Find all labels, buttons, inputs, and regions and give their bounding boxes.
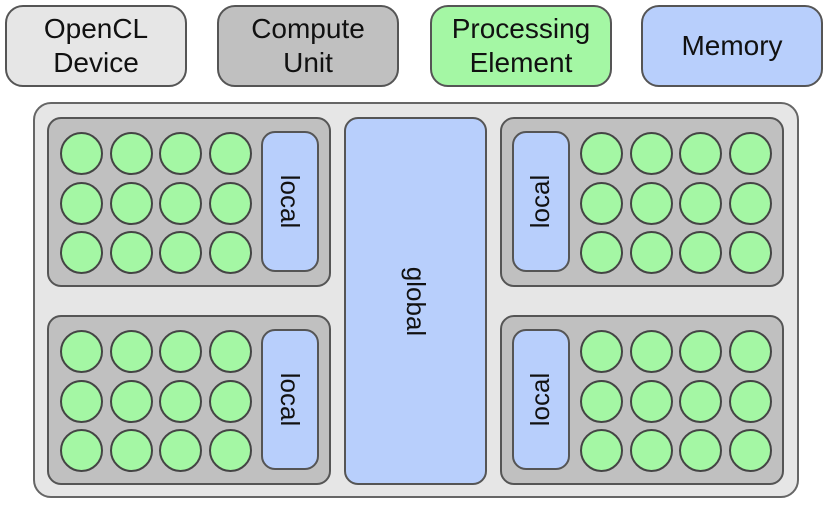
processing-element [60, 330, 103, 373]
processing-element [728, 231, 772, 274]
global-memory-label: global [401, 266, 431, 336]
processing-element [159, 429, 202, 472]
processing-element [109, 379, 153, 423]
processing-element [679, 132, 722, 175]
processing-element [629, 330, 673, 373]
processing-element [679, 429, 722, 472]
processing-element [679, 231, 722, 274]
processing-element [580, 330, 623, 373]
local-memory-bottom-left: local [261, 329, 319, 470]
processing-element [679, 330, 722, 373]
processing-element [109, 132, 153, 175]
legend-opencl-device-label: OpenCL Device [43, 12, 149, 78]
global-memory: global [344, 117, 487, 485]
legend-compute-unit: Compute Unit [217, 5, 399, 87]
processing-element [60, 379, 103, 423]
processing-element [208, 429, 252, 472]
legend-compute-unit-label: Compute Unit [251, 12, 365, 78]
processing-element [60, 132, 103, 175]
legend-processing-element-label: Processing Element [451, 12, 591, 78]
processing-element [728, 132, 772, 175]
local-memory-label: local [275, 174, 306, 229]
processing-element [159, 132, 202, 175]
processing-element [208, 181, 252, 225]
processing-element [580, 429, 623, 472]
legend-processing-element: Processing Element [430, 5, 612, 87]
processing-element [208, 231, 252, 274]
processing-element [679, 181, 722, 225]
local-memory-label: local [525, 372, 556, 427]
processing-element [580, 231, 623, 274]
processing-element [580, 379, 623, 423]
processing-element [109, 231, 153, 274]
processing-element [208, 379, 252, 423]
processing-element [580, 181, 623, 225]
processing-element [208, 330, 252, 373]
processing-element [629, 231, 673, 274]
processing-element [159, 379, 202, 423]
processing-element [728, 330, 772, 373]
local-memory-label: local [525, 174, 556, 229]
processing-element [629, 181, 673, 225]
processing-element [629, 429, 673, 472]
legend-opencl-device: OpenCL Device [5, 5, 187, 87]
processing-element [728, 181, 772, 225]
processing-element [629, 132, 673, 175]
processing-element [60, 181, 103, 225]
local-memory-top-left: local [261, 131, 319, 272]
legend-memory-label: Memory [681, 29, 783, 61]
local-memory-label: local [275, 372, 306, 427]
processing-element [208, 132, 252, 175]
processing-element [728, 429, 772, 472]
processing-element [679, 379, 722, 423]
processing-element [629, 379, 673, 423]
processing-element [159, 181, 202, 225]
local-memory-bottom-right: local [512, 329, 570, 470]
processing-element [109, 330, 153, 373]
processing-element [728, 379, 772, 423]
processing-element [159, 330, 202, 373]
processing-element [109, 181, 153, 225]
legend-memory: Memory [641, 5, 823, 87]
processing-element [159, 231, 202, 274]
local-memory-top-right: local [512, 131, 570, 272]
processing-element [580, 132, 623, 175]
processing-element [109, 429, 153, 472]
processing-element [60, 429, 103, 472]
processing-element [60, 231, 103, 274]
